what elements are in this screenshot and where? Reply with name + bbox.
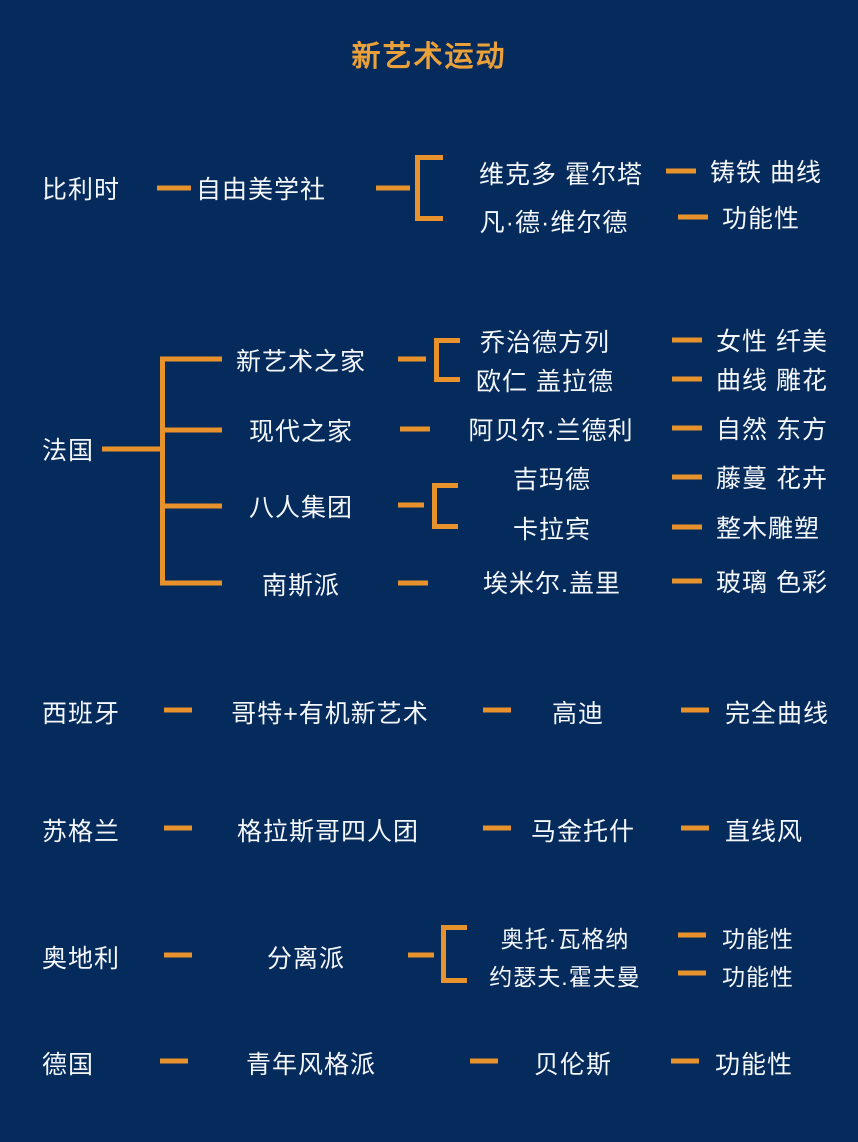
connector-dash [470, 1058, 498, 1064]
bracket-spine [434, 338, 439, 382]
group-label-france-4: 南斯派 [261, 572, 341, 600]
country-label-germany: 德国 [42, 1051, 95, 1079]
person-name: 吉玛德 [512, 466, 592, 494]
person-trait: 曲线 雕花 [716, 367, 828, 395]
connector-dash [398, 356, 426, 362]
person-name: 高迪 [551, 700, 605, 728]
connector-dash [681, 707, 709, 713]
connector-dash [483, 707, 511, 713]
person-name: 维克多 霍尔塔 [479, 161, 643, 189]
group-label-scotland: 格拉斯哥四人团 [236, 818, 420, 846]
connector-dash [376, 185, 410, 191]
connector-dash [672, 376, 702, 382]
person-name: 阿贝尔·兰德利 [468, 417, 634, 445]
person-name: 约瑟夫.霍夫曼 [489, 964, 641, 990]
country-label-spain: 西班牙 [42, 700, 121, 728]
connector-dash [398, 580, 428, 586]
bracket-arm-top [441, 925, 467, 930]
connector-dash [678, 214, 708, 220]
bracket-arm-bottom [415, 216, 443, 221]
country-label-france: 法国 [42, 437, 95, 465]
group-label-spain: 哥特+有机新艺术 [231, 700, 429, 728]
connector-dash [672, 425, 702, 431]
person-trait: 功能性 [722, 205, 801, 233]
bracket-branch [160, 580, 222, 586]
connector-dash [408, 952, 434, 958]
person-name: 埃米尔.盖里 [483, 570, 621, 598]
bracket-arm-top [432, 483, 458, 488]
person-trait: 藤蔓 花卉 [716, 465, 828, 493]
person-name: 乔治德方列 [479, 329, 611, 357]
connector-dash [671, 1058, 699, 1064]
connector-dash [160, 1058, 188, 1064]
group-label-austria: 分离派 [266, 945, 346, 973]
bracket-branch [160, 356, 222, 362]
connector-dash [678, 932, 706, 938]
connector-dash [672, 474, 702, 480]
connector-dash [672, 337, 702, 343]
connector-dash [672, 578, 702, 584]
person-trait: 完全曲线 [725, 700, 830, 728]
bracket-arm-top [415, 155, 443, 160]
person-trait: 整木雕塑 [716, 515, 821, 543]
bracket-arm-bottom [441, 978, 467, 983]
person-trait: 玻璃 色彩 [716, 569, 828, 597]
country-label-austria: 奥地利 [42, 945, 121, 973]
bracket-branch [160, 503, 222, 509]
bracket-spine [432, 483, 437, 529]
connector-dash [398, 502, 424, 508]
bracket-branch [160, 427, 222, 433]
page-title: 新艺术运动 [351, 41, 507, 73]
person-name: 卡拉宾 [512, 516, 592, 544]
person-trait: 铸铁 曲线 [710, 159, 822, 187]
connector-dash [164, 707, 192, 713]
person-trait: 功能性 [722, 926, 794, 952]
person-name: 凡·德·维尔德 [479, 209, 629, 237]
group-label-france-1: 新艺术之家 [235, 348, 367, 376]
country-label-scotland: 苏格兰 [42, 818, 121, 846]
person-name: 欧仁 盖拉德 [476, 368, 614, 396]
person-trait: 功能性 [722, 964, 794, 990]
person-trait: 直线风 [725, 818, 804, 846]
bracket-spine [160, 359, 165, 583]
bracket-arm-top [434, 338, 460, 343]
person-name: 奥托·瓦格纳 [500, 926, 630, 952]
group-label-france-3: 八人集团 [248, 494, 354, 522]
connector-dash [400, 426, 430, 432]
bracket-arm-bottom [434, 377, 460, 382]
connector-dash [681, 825, 709, 831]
connector-dash [483, 825, 511, 831]
connector-dash [678, 970, 706, 976]
person-trait: 自然 东方 [716, 416, 828, 444]
connector-dash [672, 524, 702, 530]
bracket-stub [102, 446, 160, 452]
bracket-arm-bottom [432, 524, 458, 529]
group-label-france-2: 现代之家 [248, 418, 354, 446]
person-trait: 女性 纤美 [716, 328, 828, 356]
person-name: 马金托什 [530, 818, 636, 846]
group-label-germany: 青年风格派 [245, 1051, 377, 1079]
connector-dash [164, 825, 192, 831]
country-label-belgium: 比利时 [42, 176, 121, 204]
bracket-spine [415, 155, 420, 221]
connector-dash [164, 952, 192, 958]
group-label-belgium: 自由美学社 [196, 176, 327, 204]
connector-dash [666, 168, 696, 174]
bracket-spine [441, 925, 446, 983]
connector-dash [157, 185, 191, 191]
person-name: 贝伦斯 [533, 1051, 613, 1079]
person-trait: 功能性 [715, 1051, 794, 1079]
